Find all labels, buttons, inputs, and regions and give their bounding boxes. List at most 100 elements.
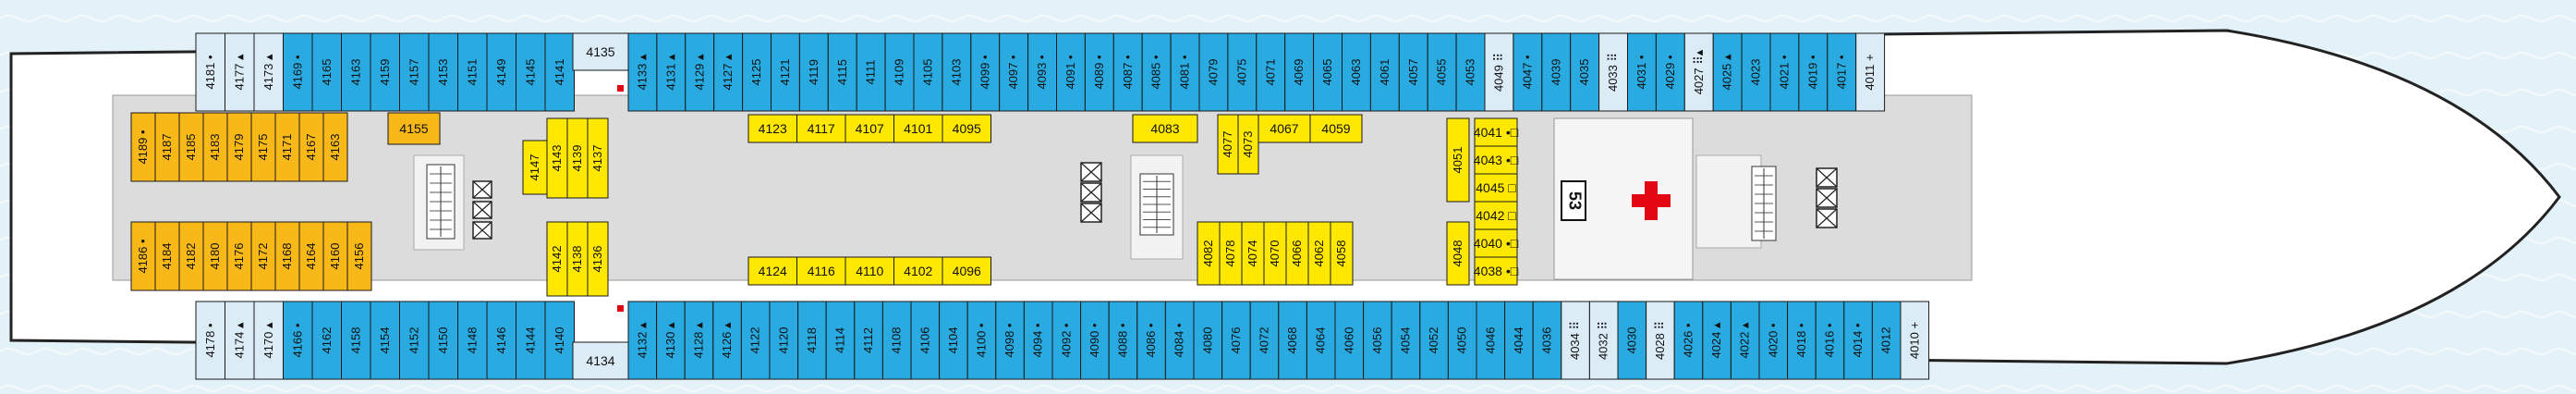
cabin-4071[interactable]: 4071 (1256, 32, 1286, 112)
cabin-4125[interactable]: 4125 (742, 32, 772, 112)
cabin-4046[interactable]: 4046 (1476, 301, 1506, 380)
cabin-4082[interactable]: 4082 (1197, 221, 1221, 286)
cabin-4093[interactable]: 4093 • (1027, 32, 1057, 112)
cabin-4106[interactable]: 4106 (910, 301, 941, 380)
cabin-4026[interactable]: 4026 • (1673, 301, 1704, 380)
cabin-4179[interactable]: 4179 (226, 112, 252, 182)
cabin-4189[interactable]: 4189 • (130, 112, 156, 182)
cabin-4092[interactable]: 4092 • (1051, 301, 1082, 380)
cabin-4164[interactable]: 4164 (298, 221, 324, 291)
cabin-4053[interactable]: 4053 (1455, 32, 1486, 112)
cabin-4122[interactable]: 4122 (740, 301, 771, 380)
cabin-4102[interactable]: 4102 (893, 256, 943, 286)
cabin-4088[interactable]: 4088 • (1108, 301, 1138, 380)
cabin-4105[interactable]: 4105 (913, 32, 943, 112)
cabin-4133[interactable]: 4133 ▴ (627, 32, 658, 112)
cabin-4079[interactable]: 4079 (1198, 32, 1229, 112)
cabin-4073[interactable]: 4073 (1237, 114, 1259, 175)
cabin-4032[interactable]: 4032 ⠿ (1588, 301, 1619, 380)
cabin-4018[interactable]: 4018 • (1787, 301, 1817, 380)
cabin-4068[interactable]: 4068 (1278, 301, 1307, 380)
cabin-4043[interactable]: 4043 •□ (1474, 145, 1519, 175)
cabin-4023[interactable]: 4023 (1741, 32, 1771, 112)
cabin-4163[interactable]: 4163 (341, 32, 371, 112)
cabin-4107[interactable]: 4107 (844, 114, 894, 143)
cabin-4058[interactable]: 4058 (1330, 221, 1354, 286)
cabin-4097[interactable]: 4097 • (999, 32, 1029, 112)
cabin-4064[interactable]: 4064 (1306, 301, 1336, 380)
cabin-4083[interactable]: 4083 (1132, 114, 1198, 143)
cabin-4129[interactable]: 4129 ▴ (685, 32, 715, 112)
cabin-4110[interactable]: 4110 (844, 256, 894, 286)
cabin-4108[interactable]: 4108 (881, 301, 912, 380)
cabin-4091[interactable]: 4091 • (1056, 32, 1086, 112)
cabin-4035[interactable]: 4035 (1570, 32, 1600, 112)
cabin-4086[interactable]: 4086 • (1136, 301, 1166, 380)
cabin-4114[interactable]: 4114 (825, 301, 856, 380)
cabin-4146[interactable]: 4146 (486, 301, 516, 380)
cabin-4103[interactable]: 4103 (942, 32, 972, 112)
cabin-4163[interactable]: 4163 (322, 112, 348, 182)
cabin-4137[interactable]: 4137 (587, 117, 609, 199)
cabin-4038[interactable]: 4038 •□ (1474, 256, 1519, 286)
cabin-4028[interactable]: 4028 ⠿ (1646, 301, 1675, 380)
cabin-4095[interactable]: 4095 (942, 114, 991, 143)
cabin-4084[interactable]: 4084 • (1164, 301, 1195, 380)
cabin-4185[interactable]: 4185 (178, 112, 204, 182)
cabin-4057[interactable]: 4057 (1398, 32, 1428, 112)
cabin-4024[interactable]: 4024 ▴ (1702, 301, 1732, 380)
cabin-4098[interactable]: 4098 • (995, 301, 1025, 380)
cabin-4078[interactable]: 4078 (1219, 221, 1243, 286)
cabin-4042[interactable]: 4042 □ (1474, 201, 1518, 230)
cabin-4169[interactable]: 4169 • (283, 32, 313, 112)
cabin-4067[interactable]: 4067 (1258, 114, 1311, 143)
cabin-4187[interactable]: 4187 (154, 112, 180, 182)
cabin-4116[interactable]: 4116 (796, 256, 846, 286)
cabin-4176[interactable]: 4176 (226, 221, 252, 291)
cabin-4153[interactable]: 4153 (428, 32, 458, 112)
cabin-4014[interactable]: 4014 • (1843, 301, 1873, 380)
cabin-4141[interactable]: 4141 (544, 32, 575, 112)
cabin-4062[interactable]: 4062 (1307, 221, 1331, 286)
cabin-4184[interactable]: 4184 (154, 221, 180, 291)
cabin-4155[interactable]: 4155 (387, 112, 441, 145)
cabin-4148[interactable]: 4148 (457, 301, 488, 380)
cabin-4066[interactable]: 4066 (1285, 221, 1309, 286)
cabin-4160[interactable]: 4160 (322, 221, 348, 291)
cabin-4100[interactable]: 4100 • (966, 301, 997, 380)
cabin-4115[interactable]: 4115 (827, 32, 857, 112)
cabin-4075[interactable]: 4075 (1227, 32, 1258, 112)
cabin-4074[interactable]: 4074 (1241, 221, 1265, 286)
cabin-4151[interactable]: 4151 (457, 32, 488, 112)
cabin-4112[interactable]: 4112 (854, 301, 883, 380)
cabin-4087[interactable]: 4087 • (1112, 32, 1143, 112)
cabin-4168[interactable]: 4168 (274, 221, 300, 291)
cabin-4054[interactable]: 4054 (1391, 301, 1421, 380)
cabin-4171[interactable]: 4171 (274, 112, 300, 182)
cabin-4033[interactable]: 4033 ⠿ (1598, 32, 1628, 112)
cabin-4011[interactable]: 4011 + (1855, 32, 1886, 112)
cabin-4109[interactable]: 4109 (884, 32, 915, 112)
cabin-4124[interactable]: 4124 (747, 256, 797, 286)
cabin-4159[interactable]: 4159 (370, 32, 400, 112)
cabin-4090[interactable]: 4090 • (1080, 301, 1110, 380)
cabin-4085[interactable]: 4085 • (1141, 32, 1172, 112)
cabin-4048[interactable]: 4048 (1446, 221, 1470, 286)
cabin-4055[interactable]: 4055 (1427, 32, 1457, 112)
cabin-4152[interactable]: 4152 (399, 301, 430, 380)
cabin-4017[interactable]: 4017 • (1827, 32, 1857, 112)
cabin-4060[interactable]: 4060 (1334, 301, 1365, 380)
cabin-4016[interactable]: 4016 • (1815, 301, 1845, 380)
cabin-4147[interactable]: 4147 (522, 140, 548, 195)
cabin-4150[interactable]: 4150 (428, 301, 458, 380)
cabin-4138[interactable]: 4138 (566, 221, 589, 297)
cabin-4154[interactable]: 4154 (370, 301, 400, 380)
cabin-4029[interactable]: 4029 • (1655, 32, 1685, 112)
cabin-4120[interactable]: 4120 (769, 301, 799, 380)
cabin-4158[interactable]: 4158 (341, 301, 371, 380)
cabin-4025[interactable]: 4025 ▴ (1712, 32, 1743, 112)
cabin-4175[interactable]: 4175 (250, 112, 276, 182)
cabin-4076[interactable]: 4076 (1221, 301, 1251, 380)
cabin-4132[interactable]: 4132 ▴ (627, 301, 658, 380)
cabin-4101[interactable]: 4101 (893, 114, 943, 143)
